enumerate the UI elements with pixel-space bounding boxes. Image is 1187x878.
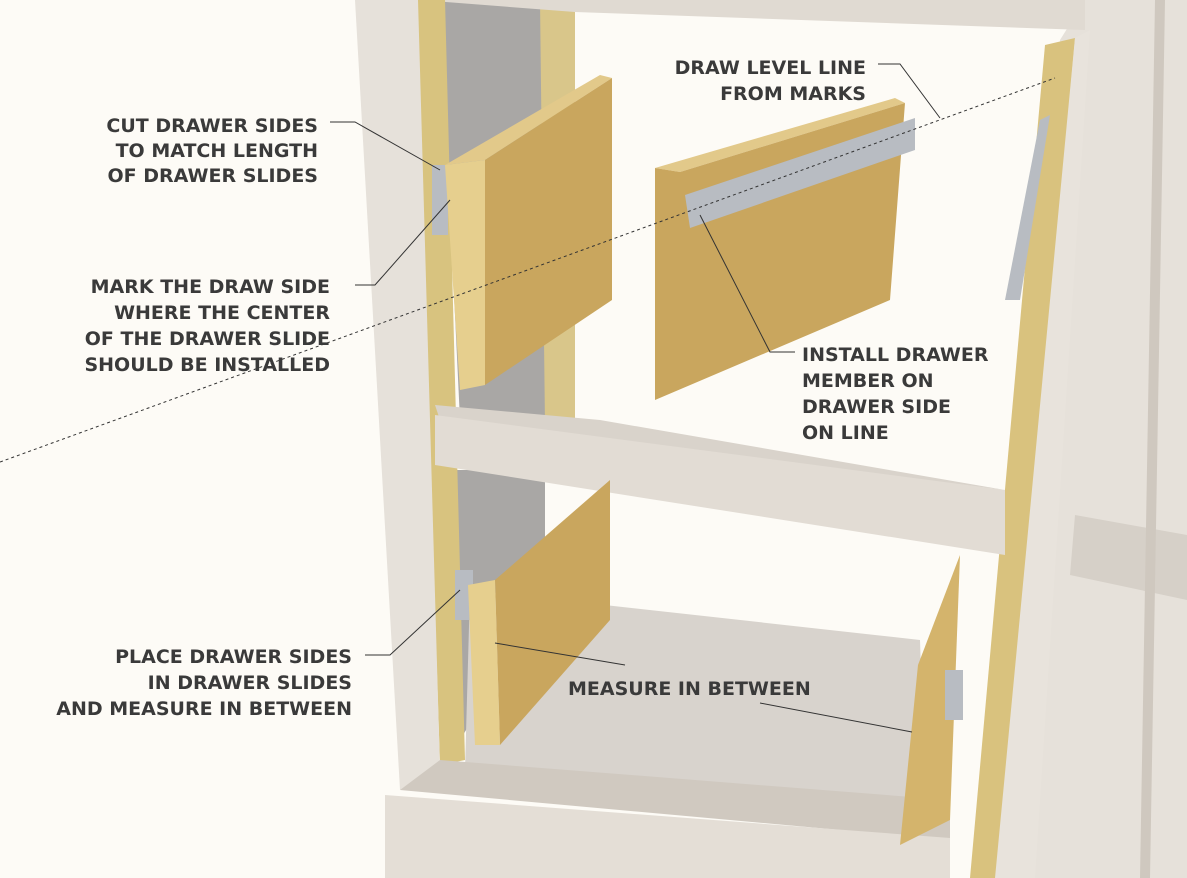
upper-left-slide xyxy=(432,165,448,235)
label-line: MARK THE DRAW SIDE xyxy=(91,276,330,298)
leader-cut-sides xyxy=(330,121,441,171)
label-line: INSTALL DRAWER xyxy=(802,344,989,366)
label-mark-side: MARK THE DRAW SIDE WHERE THE CENTER OF T… xyxy=(84,276,330,376)
label-install-member: INSTALL DRAWER MEMBER ON DRAWER SIDE ON … xyxy=(802,344,989,444)
right-stile-inner xyxy=(970,38,1075,878)
lower-left-board-front xyxy=(468,580,500,745)
middle-rail-front xyxy=(435,415,1005,555)
left-side-front xyxy=(355,0,440,790)
label-line: CUT DRAWER SIDES xyxy=(106,115,318,137)
label-level-line: DRAW LEVEL LINE FROM MARKS xyxy=(675,57,866,105)
label-cut-sides: CUT DRAWER SIDES TO MATCH LENGTH OF DRAW… xyxy=(106,115,318,187)
label-line: MEMBER ON xyxy=(802,370,934,392)
leader-level-line xyxy=(878,63,941,119)
left-side-inner xyxy=(415,0,465,765)
right-cabinet-edge xyxy=(1140,0,1165,878)
upper-left-board-top xyxy=(445,75,612,165)
right-cabinet-drawer-gap xyxy=(1070,515,1187,600)
leader-install-member xyxy=(699,214,795,353)
upper-right-board-top xyxy=(655,98,905,172)
top-rail xyxy=(420,0,1085,30)
label-line: SHOULD BE INSTALLED xyxy=(84,354,330,376)
base-frame xyxy=(400,760,950,840)
lower-left-slide xyxy=(455,570,473,620)
middle-rail-top xyxy=(435,405,1005,490)
leader-place-sides xyxy=(365,589,461,656)
lower-right-slide xyxy=(945,670,963,720)
drawer-member-slide xyxy=(685,118,915,228)
label-line: PLACE DRAWER SIDES xyxy=(115,646,352,668)
level-line xyxy=(0,77,1056,463)
label-line: AND MEASURE IN BETWEEN xyxy=(56,698,352,720)
label-line: ON LINE xyxy=(802,422,889,444)
label-line: WHERE THE CENTER xyxy=(114,302,330,324)
right-wall-slide xyxy=(1005,115,1050,300)
upper-right-board xyxy=(655,103,905,400)
right-stile xyxy=(995,30,1090,878)
label-line: OF DRAWER SLIDES xyxy=(108,165,318,187)
lower-right-board xyxy=(900,555,960,845)
label-line: IN DRAWER SLIDES xyxy=(148,672,352,694)
lower-left-board-side xyxy=(495,480,610,745)
arrow-measure-right xyxy=(759,702,913,733)
label-line: DRAWER SIDE xyxy=(802,396,951,418)
upper-left-board-side xyxy=(485,78,612,385)
label-measure: MEASURE IN BETWEEN xyxy=(568,678,811,700)
label-place-sides: PLACE DRAWER SIDES IN DRAWER SLIDES AND … xyxy=(56,646,352,720)
label-line: FROM MARKS xyxy=(720,83,866,105)
arrow-measure-left xyxy=(494,642,626,666)
upper-left-board-front xyxy=(445,160,485,390)
leader-mark-side xyxy=(355,199,451,286)
label-line: OF THE DRAWER SLIDE xyxy=(85,328,330,350)
base-molding xyxy=(385,795,950,878)
label-line: DRAW LEVEL LINE xyxy=(675,57,866,79)
label-line: TO MATCH LENGTH xyxy=(116,140,318,162)
